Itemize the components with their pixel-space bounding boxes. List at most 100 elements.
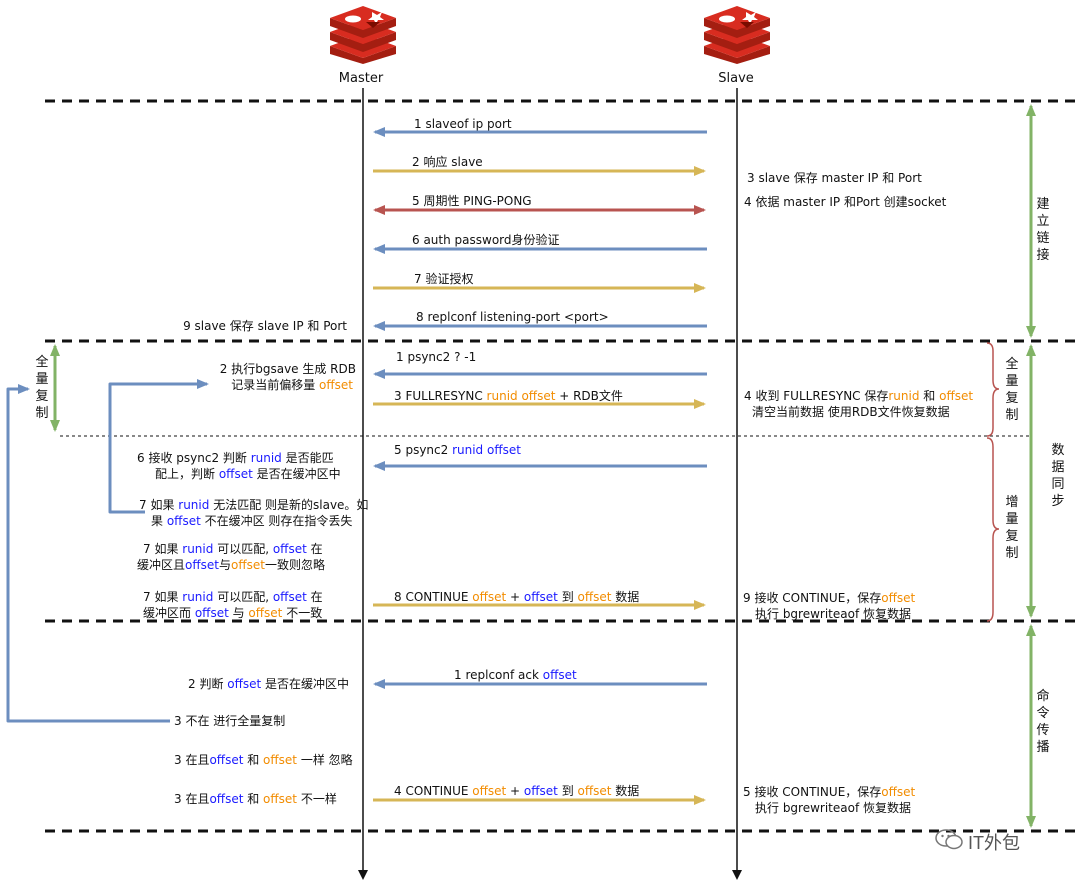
text-segment: offset [230, 558, 265, 572]
text-segment: runid offset [486, 389, 556, 403]
loop-arrow-to-bgsave [108, 379, 209, 514]
text-segment: 1 replconf ack [454, 668, 543, 682]
text-segment: 不一样 [297, 792, 337, 806]
text-segment: offset [881, 591, 916, 605]
msg-psync-incr: 5 psync2 runid offset [394, 443, 521, 458]
text-segment: offset [577, 784, 612, 798]
text-segment: runid [182, 590, 214, 604]
loop-arrow-to-full-copy [6, 384, 170, 723]
section-establish-label: 建立链接 [1036, 197, 1050, 263]
text-segment: + [506, 784, 524, 798]
text-segment: 果 [151, 514, 167, 528]
section-full-copy-right-label: 全量复制 [1005, 357, 1019, 423]
section-incremental-label: 增量复制 [1005, 495, 1019, 561]
section-propagation-label: 命令传播 [1036, 689, 1050, 755]
text-segment: 5 接收 CONTINUE，保存 [743, 785, 882, 799]
text-segment: 和 [243, 792, 264, 806]
section-full-copy-left-label: 全量复制 [35, 355, 49, 421]
text-segment: 4 收到 FULLRESYNC 保存 [744, 389, 889, 403]
note-recv-fullresync-line2: 清空当前数据 使用RDB文件恢复数据 [752, 405, 950, 419]
msg-verify-auth: 7 验证授权 [414, 272, 474, 286]
text-segment: offset [577, 590, 612, 604]
text-segment: offset [272, 590, 307, 604]
msg-fullresync: 3 FULLRESYNC runid offset + RDB文件 [394, 389, 623, 404]
text-segment: 一致则忽略 [264, 558, 325, 572]
text-segment: runid [250, 451, 282, 465]
text-segment: 在 [306, 590, 323, 604]
note-recv-continue2-line2: 执行 bgrewriteaof 恢复数据 [755, 801, 912, 815]
text-segment: offset [881, 785, 916, 799]
text-segment: offset [263, 753, 297, 767]
text-segment: 一样 忽略 [297, 753, 353, 767]
note-not-in-full: 3 不在 进行全量复制 [174, 714, 286, 728]
text-segment: 7 如果 [143, 590, 183, 604]
text-segment: 在 [306, 542, 323, 556]
text-segment: 到 [557, 784, 578, 798]
text-segment: 与 [228, 606, 249, 620]
text-segment: offset [209, 792, 244, 806]
note-bgsave-line1: 2 执行bgsave 生成 RDB [219, 362, 356, 376]
note-recv-continue-line2: 执行 bgrewriteaof 恢复数据 [755, 607, 912, 621]
text-segment: offset [263, 792, 297, 806]
note-bgsave-line2: 记录当前偏移量 offset [200, 378, 353, 393]
text-segment: + [506, 590, 524, 604]
note-master-save-slave: 9 slave 保存 slave IP 和 Port [183, 319, 347, 333]
text-segment: 是否在缓冲区中 [261, 677, 350, 691]
note-match-same-line1: 7 如果 runid 可以匹配, offset 在 [143, 542, 323, 557]
text-segment: offset [209, 753, 244, 767]
text-segment: 3 FULLRESYNC [394, 389, 487, 403]
note-recv-continue-line1: 9 接收 CONTINUE，保存offset [743, 591, 915, 606]
text-segment: offset [472, 590, 507, 604]
text-segment: runid [178, 498, 210, 512]
redis-logo-icon [704, 6, 770, 64]
msg-ping-pong: 5 周期性 PING-PONG [412, 194, 532, 208]
text-segment: 配上，判断 [155, 467, 219, 481]
note-recv-fullresync-line1: 4 收到 FULLRESYNC 保存runid 和 offset [744, 389, 973, 404]
text-segment: offset [166, 514, 201, 528]
msg-auth: 6 auth password身份验证 [412, 233, 560, 247]
text-segment: offset [227, 677, 262, 691]
actor-slave-label: Slave [718, 71, 754, 86]
text-segment: 是否在缓冲区中 [252, 467, 341, 481]
text-segment: 数据 [611, 784, 640, 798]
text-segment: 缓冲区且 [137, 558, 186, 572]
brace-incremental [986, 437, 1000, 622]
note-no-match-line2: 果 offset 不在缓冲区 则存在指令丢失 [151, 514, 352, 529]
note-match-diff-line2: 缓冲区而 offset 与 offset 不一致 [143, 606, 322, 621]
note-recv-psync-line2: 配上，判断 offset 是否在缓冲区中 [155, 467, 341, 482]
text-segment: 与 [218, 558, 231, 572]
text-segment: + RDB文件 [555, 389, 623, 403]
text-segment: 6 接收 psync2 判断 [137, 451, 251, 465]
msg-slaveof: 1 slaveof ip port [414, 117, 512, 131]
text-segment: 7 如果 [139, 498, 179, 512]
text-segment: runid [888, 389, 920, 403]
text-segment: 数据 [611, 590, 640, 604]
text-segment: offset [472, 784, 507, 798]
msg-continue-sync: 8 CONTINUE offset + offset 到 offset 数据 [394, 590, 639, 605]
watermark-text: IT外包 [968, 833, 1020, 853]
section-data-sync-label: 数据同步 [1051, 443, 1065, 509]
msg-replconf-ack: 1 replconf ack offset [454, 668, 577, 683]
text-segment: 2 判断 [188, 677, 228, 691]
msg-replconf-port: 8 replconf listening-port <port> [416, 310, 609, 324]
text-segment: 可以匹配, [213, 542, 273, 556]
text-segment: 记录当前偏移量 [231, 378, 320, 392]
text-segment: 可以匹配, [213, 590, 273, 604]
text-segment: 和 [243, 753, 264, 767]
text-segment: 缓冲区而 [143, 606, 195, 620]
brace-full-copy [986, 342, 1000, 437]
text-segment: 8 CONTINUE [394, 590, 473, 604]
msg-psync: 1 psync2 ? -1 [396, 350, 477, 364]
note-slave-create-socket: 4 依据 master IP 和Port 创建socket [744, 195, 947, 209]
note-slave-save-master: 3 slave 保存 master IP 和 Port [747, 171, 922, 185]
text-segment: 3 在且 [174, 753, 210, 767]
actor-master-label: Master [338, 71, 384, 86]
note-in-same: 3 在且offset 和 offset 一样 忽略 [174, 753, 353, 768]
text-segment: offset [218, 467, 253, 481]
text-segment: 不一致 [282, 606, 323, 620]
text-segment: offset [319, 378, 353, 392]
text-segment: offset [272, 542, 307, 556]
text-segment: 9 接收 CONTINUE，保存 [743, 591, 882, 605]
